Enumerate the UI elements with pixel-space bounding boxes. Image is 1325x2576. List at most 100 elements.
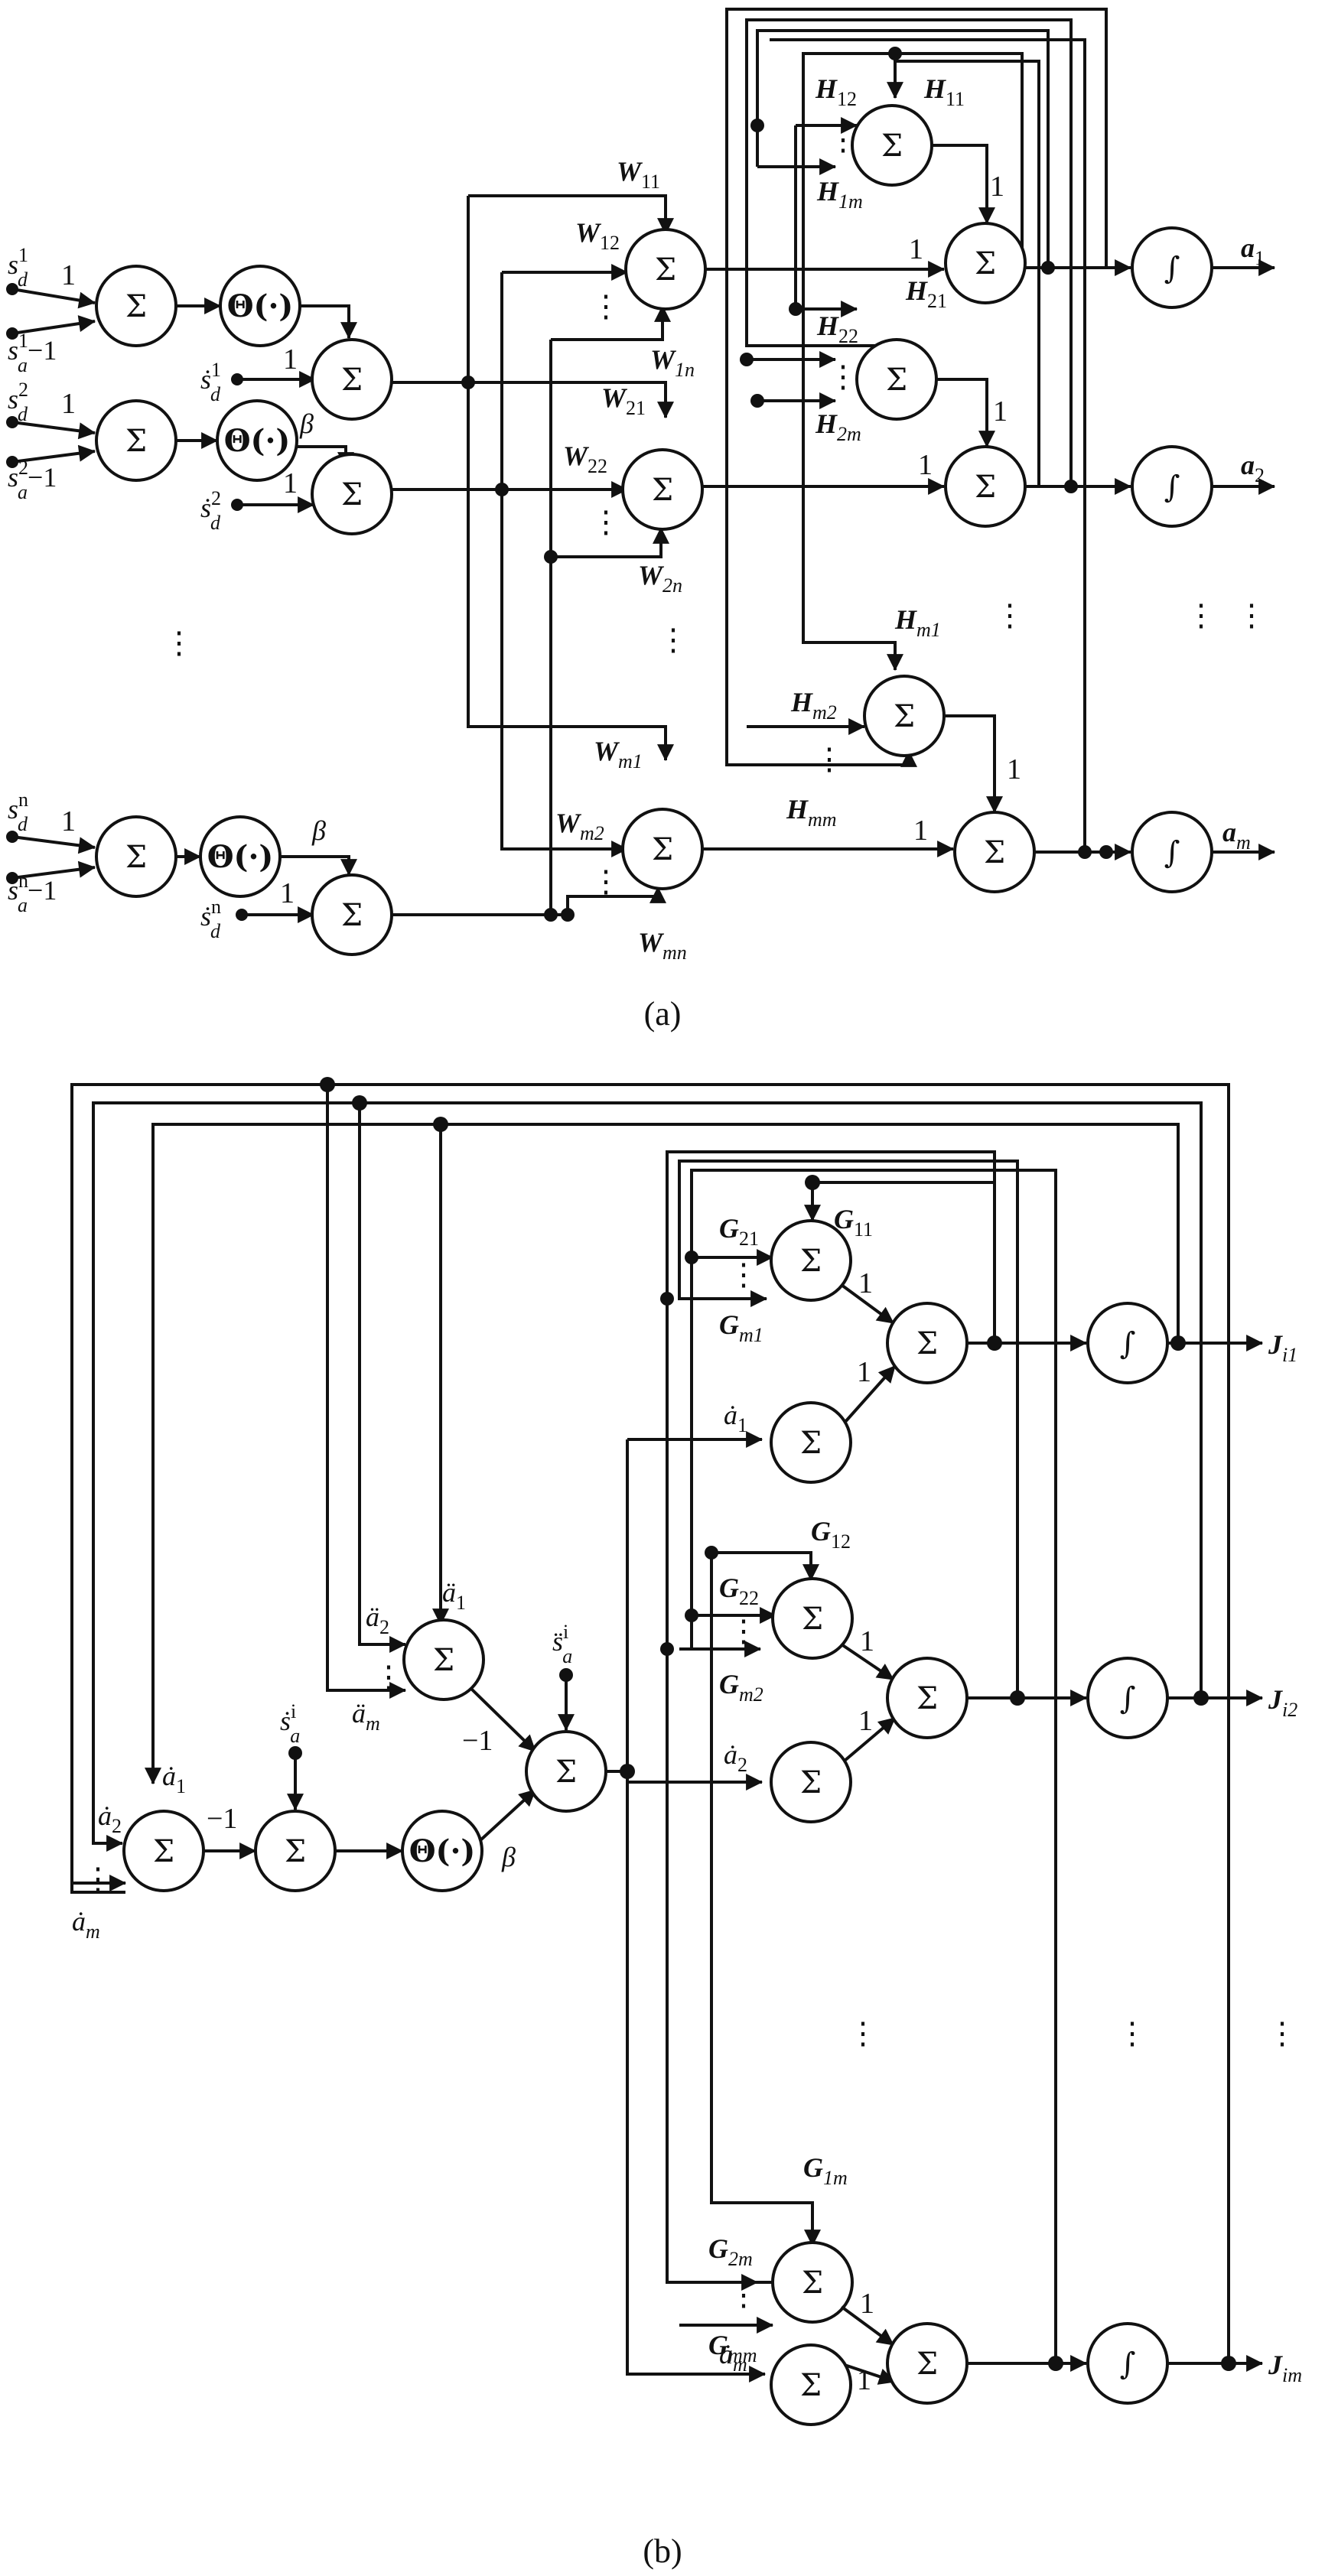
caption-a: (a) xyxy=(644,995,682,1033)
label-b-dda2: ä2 xyxy=(366,1602,389,1638)
label-G12: G12 xyxy=(811,1516,851,1553)
sum-node-adot1 xyxy=(770,1401,852,1484)
sum-node-w2 xyxy=(621,448,704,531)
vertical-ellipsis: ⋮ xyxy=(995,598,1025,633)
label-G21: G21 xyxy=(719,1213,759,1250)
sum-symbol: Σ xyxy=(125,289,147,324)
caption-b: (b) xyxy=(643,2532,682,2570)
sum-node-a-vel1 xyxy=(311,338,393,421)
label-W12: W12 xyxy=(575,217,620,254)
beta-label: β xyxy=(311,815,326,846)
w-layer-buses xyxy=(392,194,674,922)
beta-label: β xyxy=(501,1842,516,1872)
label-Gm1: Gm1 xyxy=(719,1309,763,1346)
sum-node-combine-1 xyxy=(944,222,1027,304)
vertical-ellipsis: ⋮ xyxy=(728,2278,759,2312)
sum-symbol: Σ xyxy=(555,1755,577,1790)
vertical-ellipsis: ⋮ xyxy=(1186,598,1216,633)
weight-one: 1 xyxy=(913,815,928,847)
sum-node-g2 xyxy=(771,1577,854,1660)
h-sum-nodes: Σ Σ Σ ⋮ ⋮ ⋮ H12 H11 H1m H21 H22 H2m Hm1 … xyxy=(786,73,965,831)
sum-symbol: Σ xyxy=(652,832,673,867)
sum-symbol: Σ xyxy=(153,1834,174,1869)
sum-symbol: Σ xyxy=(800,1765,822,1800)
sum-symbol: Σ xyxy=(886,363,907,398)
label-W11: W11 xyxy=(617,156,660,193)
sum-symbol: Σ xyxy=(800,1426,822,1461)
theta-node-a-2 xyxy=(216,399,298,482)
label-Gmm: Gmm xyxy=(708,2330,757,2366)
label-b-adotm: ȧm xyxy=(719,2339,747,2376)
vertical-ellipsis: ⋮ xyxy=(728,1614,759,1648)
label-b-adot2: ȧ2 xyxy=(724,1739,747,1776)
vertical-ellipsis: ⋮ xyxy=(1117,2016,1148,2051)
label-H22: H22 xyxy=(816,311,858,347)
label-G11: G11 xyxy=(834,1204,873,1241)
weight-one: 1 xyxy=(993,395,1008,428)
vertical-ellipsis: ⋮ xyxy=(728,1257,759,1292)
g-sum-nodes: Σ Σ Σ ⋮ ⋮ ⋮ G11 G21 Gm1 G12 G22 Gm2 G1m … xyxy=(708,1204,873,2366)
weight-one: 1 xyxy=(918,449,933,481)
sum-node-a-vel2 xyxy=(311,453,393,535)
weight-one: 1 xyxy=(1007,753,1021,785)
beta-label: β xyxy=(299,408,314,439)
integral-symbol: ∫ xyxy=(1120,1326,1136,1361)
right-buses-b xyxy=(606,1150,1057,2382)
vertical-ellipsis: ⋮ xyxy=(848,2016,878,2051)
vertical-ellipsis: ⋮ xyxy=(828,122,858,157)
label-G1m: G1m xyxy=(803,2152,848,2189)
theta-node-b xyxy=(401,1810,483,1892)
weight-one: 1 xyxy=(909,233,923,265)
w-sum-nodes: Σ Σ Σ ⋮ ⋮ ⋮ ⋮ W11 W12 W1n W21 W22 W2n Wm… xyxy=(555,156,707,964)
label-b-dda1: ä1 xyxy=(442,1577,466,1614)
sum-symbol: Σ xyxy=(652,473,673,508)
sum-symbol: Σ xyxy=(125,840,147,875)
theta-symbol: Θ(·) xyxy=(409,1833,476,1869)
weight-one: 1 xyxy=(283,343,298,376)
theta-symbol: Θ(·) xyxy=(227,288,294,324)
weight-one: 1 xyxy=(860,1625,874,1657)
label-H1m: H1m xyxy=(816,176,863,213)
label-G2m: G2m xyxy=(708,2233,753,2270)
weight-one: 1 xyxy=(857,2364,871,2396)
weight-one: 1 xyxy=(283,467,298,499)
output-stage-b: 1 1 Σ ∫ Ji1 1 1 Σ ∫ Ji2 1 xyxy=(840,1267,1302,2405)
top-feedback-buses xyxy=(70,1077,1230,2363)
label-Wm1: Wm1 xyxy=(594,736,643,772)
sum-symbol: Σ xyxy=(341,363,363,398)
label-H11: H11 xyxy=(923,73,965,110)
output-a2: a2 xyxy=(1241,450,1265,486)
label-Hmm: Hmm xyxy=(786,794,837,831)
label-W22: W22 xyxy=(563,441,607,477)
sum-node-adot2 xyxy=(770,1741,852,1823)
sum-symbol: Σ xyxy=(433,1643,454,1678)
label-H2m: H2m xyxy=(815,408,861,445)
label-Wmn: Wmn xyxy=(638,927,687,964)
sum-symbol: Σ xyxy=(894,699,915,734)
sum-symbol: Σ xyxy=(800,1244,822,1279)
label-Hm1: Hm1 xyxy=(894,604,941,641)
sum-symbol: Σ xyxy=(916,1326,938,1361)
sum-symbol: Σ xyxy=(984,835,1005,870)
output-J1: Ji1 xyxy=(1268,1329,1297,1366)
integral-symbol: ∫ xyxy=(1164,251,1180,286)
label-Wm2: Wm2 xyxy=(555,808,604,844)
integral-symbol: ∫ xyxy=(1120,2347,1136,2382)
vertical-ellipsis: ⋮ xyxy=(164,626,194,660)
sum-symbol: Σ xyxy=(341,477,363,512)
sum-symbol: Σ xyxy=(285,1834,306,1869)
sum-symbol: Σ xyxy=(975,246,996,281)
integral-symbol: ∫ xyxy=(1120,1681,1136,1716)
